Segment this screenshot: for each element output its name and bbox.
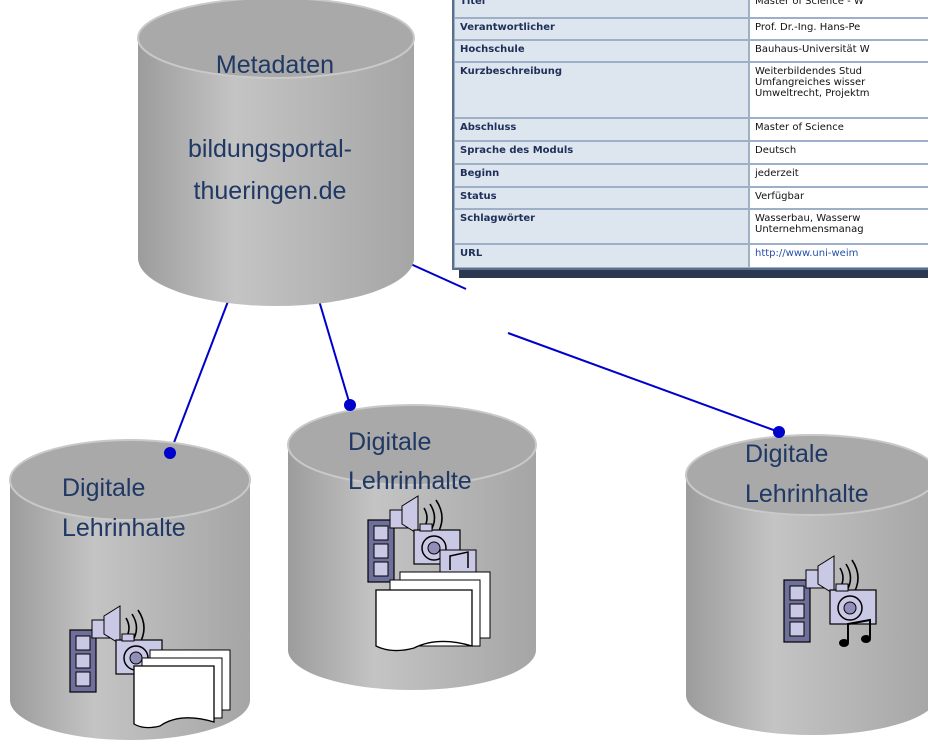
- content-label-left-line1: Digitale: [62, 474, 145, 502]
- multimedia-icon-middle: [367, 495, 491, 652]
- metadata-field-value: Deutsch: [749, 141, 928, 164]
- metadata-field-value: Master of Science - W: [749, 0, 928, 18]
- metadata-field-name: Hochschule: [454, 40, 749, 62]
- multimedia-icon-right: [783, 555, 877, 647]
- portal-url-line1: bildungsportal-: [188, 135, 352, 163]
- metadata-field-value: Verfügbar: [749, 187, 928, 209]
- content-label-middle-line1: Digitale: [348, 428, 431, 456]
- metadata-record-table: Titel Master of Science - W Verantwortlich…: [452, 0, 928, 270]
- metadata-row: Verantwortlicher Prof. Dr.-Ing. Hans-Pe: [454, 18, 928, 40]
- metadata-label: Metadaten: [216, 51, 334, 79]
- metadata-field-name: Kurzbeschreibung: [454, 62, 749, 118]
- metadata-value-line: Bauhaus-Universität W: [755, 44, 870, 55]
- content-database-cylinder-right: Digitale Lehrinhalte: [685, 434, 928, 735]
- content-label-left-line2: Lehrinhalte: [62, 514, 186, 542]
- metadata-table-body: Titel Master of Science - W Verantwortlich…: [454, 0, 928, 268]
- metadata-field-name: Abschluss: [454, 118, 749, 141]
- metadata-value-line: Umfangreiches wisser: [755, 77, 866, 88]
- metadata-value-line: Deutsch: [755, 145, 797, 156]
- metadata-value-line: Prof. Dr.-Ing. Hans-Pe: [755, 22, 861, 33]
- metadata-row: Hochschule Bauhaus-Universität W: [454, 40, 928, 62]
- metadata-value-line: Master of Science: [755, 122, 844, 133]
- metadata-row: Abschluss Master of Science: [454, 118, 928, 141]
- metadata-field-name: Schlagwörter: [454, 209, 749, 244]
- metadata-value-line: Weiterbildendes Stud: [755, 66, 863, 77]
- metadata-database-cylinder: Metadaten bildungsportal- thueringen.de: [137, 0, 415, 306]
- metadata-value-line: Master of Science - W: [755, 0, 864, 7]
- metadata-field-value: Bauhaus-Universität W: [749, 40, 928, 62]
- metadata-field-value: Master of Science: [749, 118, 928, 141]
- metadata-value-line: jederzeit: [755, 168, 799, 179]
- portal-url-line2: thueringen.de: [194, 177, 347, 205]
- metadata-row: Status Verfügbar: [454, 187, 928, 209]
- connector-endpoints: [164, 399, 785, 459]
- metadata-row: URL http://www.uni-weim: [454, 244, 928, 268]
- metadata-value-line: http://www.uni-weim: [755, 248, 859, 259]
- content-label-middle-line2: Lehrinhalte: [348, 467, 472, 495]
- content-label-right-line1: Digitale: [745, 440, 828, 468]
- metadata-field-name: Verantwortlicher: [454, 18, 749, 40]
- endpoint-dot-middle: [344, 399, 356, 411]
- metadata-row: Titel Master of Science - W: [454, 0, 928, 18]
- connector-right-lower: [507, 332, 780, 433]
- metadata-field-value: jederzeit: [749, 164, 928, 187]
- document-stack-icon: [133, 649, 231, 729]
- metadata-row: Beginn jederzeit: [454, 164, 928, 187]
- music-note-icon: [839, 618, 871, 647]
- metadata-field-name: Beginn: [454, 164, 749, 187]
- metadata-row: Sprache des Moduls Deutsch: [454, 141, 928, 164]
- metadata-field-name: URL: [454, 244, 749, 268]
- multimedia-icon-left: [69, 605, 231, 729]
- metadata-value-line: Umweltrecht, Projektm: [755, 88, 870, 99]
- metadata-value-line: Unternehmensmanag: [755, 224, 864, 235]
- metadata-field-name: Status: [454, 187, 749, 209]
- content-label-right-line2: Lehrinhalte: [745, 480, 869, 508]
- endpoint-dot-right: [773, 426, 785, 438]
- metadata-value-line: Wasserbau, Wasserw: [755, 213, 861, 224]
- document-stack-icon: [375, 571, 491, 652]
- metadata-url-link[interactable]: http://www.uni-weim: [749, 244, 928, 268]
- metadata-field-value: Prof. Dr.-Ing. Hans-Pe: [749, 18, 928, 40]
- metadata-field-name: Sprache des Moduls: [454, 141, 749, 164]
- content-database-cylinder-left: Digitale Lehrinhalte: [9, 439, 251, 740]
- metadata-field-name: Titel: [454, 0, 749, 18]
- content-database-cylinder-middle: Digitale Lehrinhalte: [287, 404, 537, 690]
- endpoint-dot-left: [164, 447, 176, 459]
- metadata-value-line: Verfügbar: [755, 191, 805, 202]
